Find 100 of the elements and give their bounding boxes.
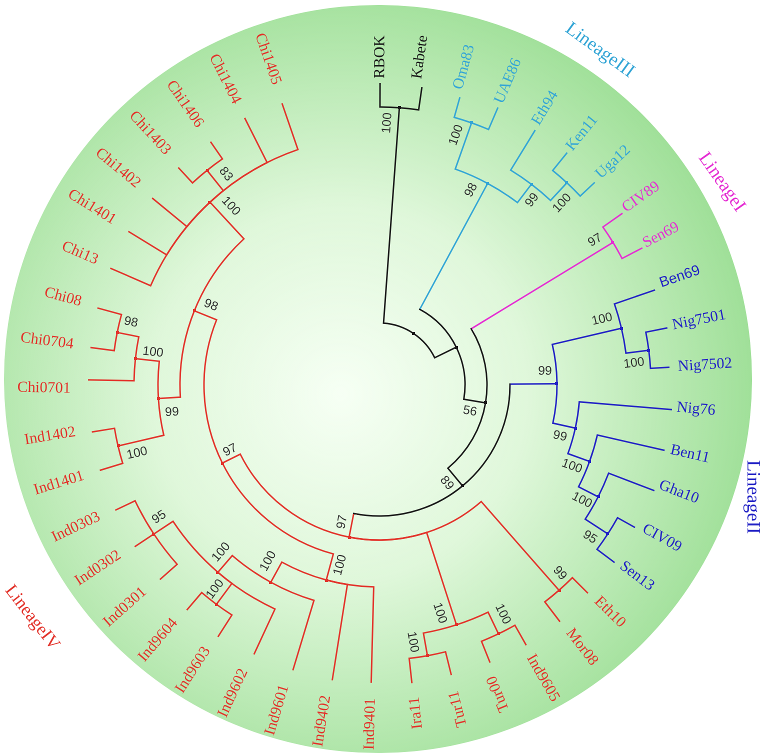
branch-line (90, 332, 118, 352)
branch-line (453, 96, 472, 124)
branch-line (206, 141, 224, 171)
branch-line (326, 579, 348, 680)
bootstrap-value: 100 (560, 456, 584, 476)
clade-label: LineageII (744, 460, 762, 534)
branch-line (135, 358, 160, 398)
branch-point (647, 348, 650, 352)
branch-point (461, 484, 464, 488)
bootstrap-value: 83 (216, 164, 236, 184)
branch-line (382, 108, 414, 334)
taxon-label: Chi08 (42, 284, 84, 310)
bootstrap-value: 99 (164, 405, 180, 419)
bootstrap-value: 100 (219, 194, 243, 218)
bootstrap-value: 98 (462, 180, 480, 200)
taxon-label: Ben69 (658, 263, 702, 291)
branch-line (100, 446, 124, 472)
branch-line (427, 651, 452, 676)
branch-line (222, 453, 350, 538)
branch-line (186, 592, 217, 611)
bootstrap-value: 100 (258, 548, 278, 574)
branch-line (349, 532, 458, 626)
branch-line (596, 533, 616, 564)
branch-point (134, 357, 137, 360)
branch-point (470, 121, 474, 124)
branch-point (156, 396, 160, 400)
bootstrap-value: 100 (430, 601, 450, 625)
branch-line (454, 122, 488, 184)
branch-line (419, 183, 488, 348)
branch-point (530, 182, 533, 186)
branch-line (118, 398, 165, 447)
branch-line (552, 384, 576, 429)
branch-point (206, 168, 209, 172)
bootstrap-value: 100 (405, 630, 421, 654)
branch-point (574, 426, 577, 430)
branch-point (486, 182, 490, 185)
taxon-label: Nig7501 (670, 307, 728, 333)
branch-line (217, 554, 272, 583)
branch-line (552, 328, 622, 384)
branch-line (578, 461, 598, 498)
branch-line (620, 328, 649, 354)
bootstrap-value: 100 (570, 490, 594, 510)
bootstrap-value: 95 (150, 508, 168, 526)
taxon-label: Ben11 (668, 442, 712, 466)
branch-point (426, 654, 429, 658)
branch-line (648, 350, 670, 370)
bootstrap-value: 100 (492, 602, 514, 626)
branch-line (117, 332, 140, 359)
branch-line (114, 500, 154, 534)
branch-line (567, 428, 590, 462)
branch-line (194, 202, 245, 312)
bootstrap-value: 97 (586, 231, 604, 249)
branch-point (208, 200, 212, 204)
branch-line (97, 307, 122, 333)
bootstrap-value: 100 (209, 540, 233, 564)
bootstrap-value: 100 (380, 112, 394, 134)
taxon-label: Nig7502 (677, 356, 733, 374)
branch-line (210, 103, 299, 203)
branch-line (530, 182, 568, 202)
bootstrap-value: 99 (552, 428, 568, 444)
branch-line (216, 604, 233, 638)
branch-line (270, 582, 315, 670)
branch-point (324, 578, 328, 582)
branch-line (456, 611, 500, 634)
branch-line (422, 624, 457, 656)
taxon-label: Tur00 (484, 674, 512, 714)
bootstrap-value: 97 (221, 441, 239, 459)
taxon-label: Tur11 (446, 689, 470, 729)
bootstrap-value: 98 (122, 314, 140, 330)
taxon-label: Chi0701 (17, 380, 71, 396)
bootstrap-value: 100 (125, 444, 149, 462)
taxon-label: Chi13 (60, 238, 100, 268)
branch-line (88, 358, 136, 382)
branch-line (462, 383, 557, 486)
taxon-label: Chi1405 (252, 31, 284, 87)
taxon-label: Ind1402 (23, 424, 77, 448)
branch-point (611, 240, 614, 244)
taxon-label: Chi0704 (20, 330, 74, 352)
bootstrap-value: 100 (204, 576, 226, 602)
branch-line (413, 333, 457, 358)
branch-line (222, 462, 334, 580)
branch-line (614, 289, 656, 328)
branch-line (480, 633, 499, 663)
branch-line (498, 624, 527, 646)
taxon-label: RBOK (372, 35, 388, 79)
branch-point (348, 536, 351, 539)
branch-line (270, 561, 326, 583)
taxon-label: Nig76 (676, 400, 716, 418)
taxon-label: Ind9401 (362, 698, 378, 750)
branch-line (456, 346, 486, 404)
bootstrap-value: 89 (438, 474, 456, 492)
taxon-label: Ind9601 (262, 683, 292, 737)
branch-point (496, 632, 500, 636)
branch-line (607, 517, 636, 534)
branch-point (398, 106, 401, 110)
branch-point (214, 602, 218, 606)
branch-line (134, 533, 154, 548)
branch-line (153, 520, 218, 573)
bootstrap-value: 100 (446, 123, 466, 147)
branch-line (597, 472, 655, 498)
